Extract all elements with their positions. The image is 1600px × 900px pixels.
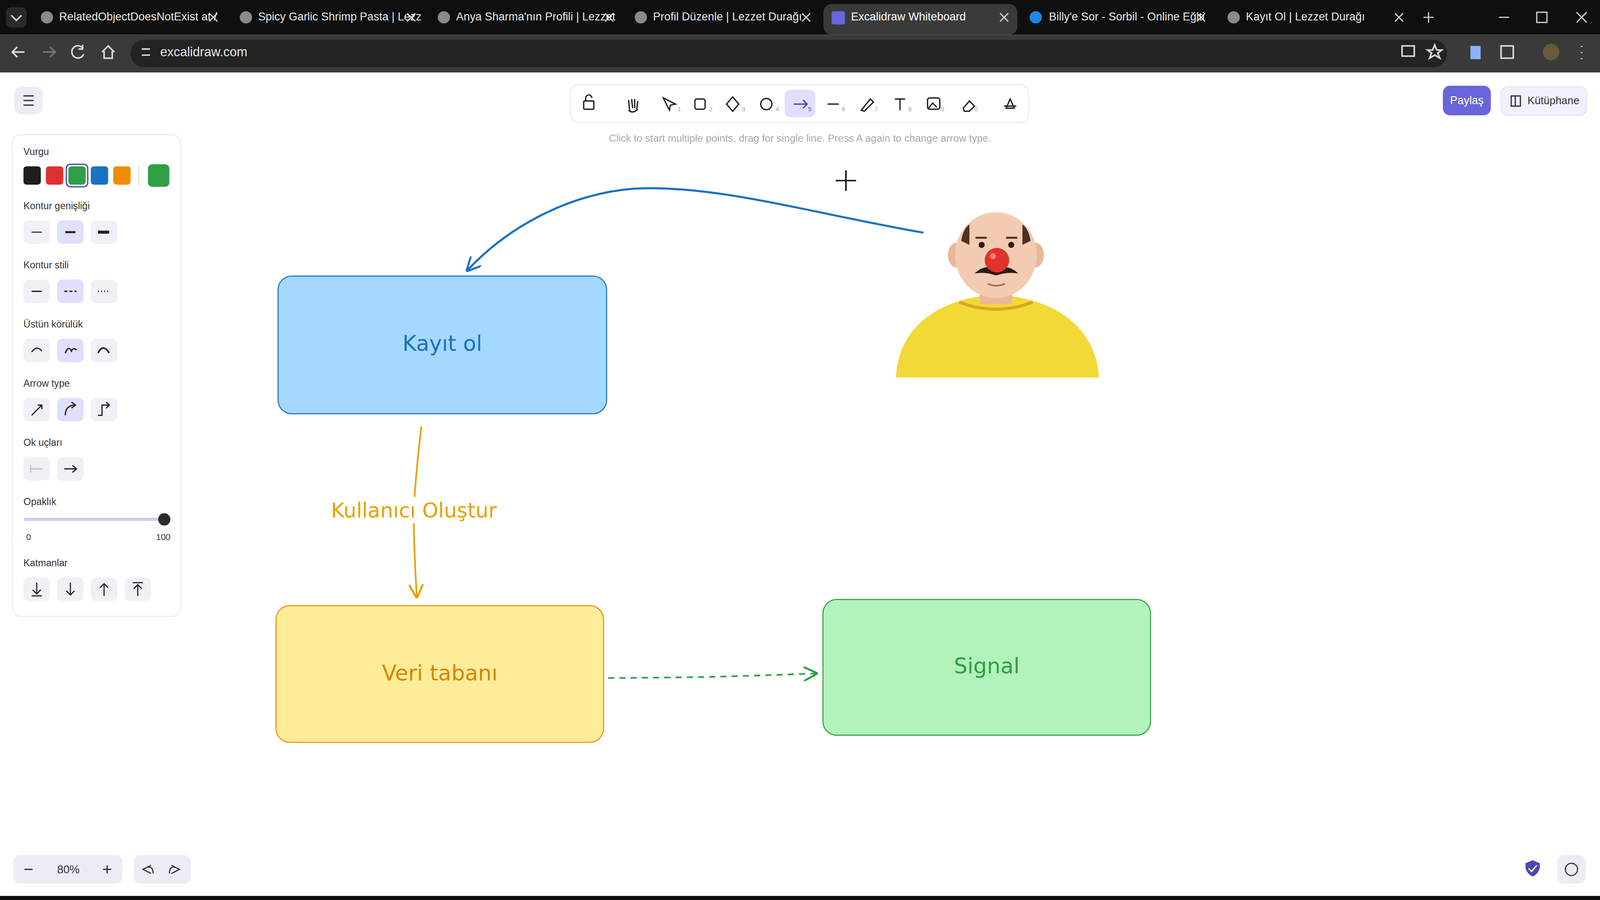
button-text: Kütüphane [1527,93,1580,107]
zoom-level: 80% [57,863,80,877]
service-box: Signal [822,599,1152,736]
properties-panel [12,134,181,617]
section-label: Katmanlar [23,557,68,569]
shortcut-number: 2 [709,106,713,114]
box-label: Kayıt ol [402,332,483,358]
shortcut-number: 1 [677,106,681,114]
share-button [1442,85,1491,116]
active-tool [784,90,815,118]
zoom-controls [13,855,123,884]
shortcut-number: 6 [841,106,845,114]
crosshair-cursor [835,170,857,191]
tab-title: Spicy Garlic Shrimp Pasta | Lezz [258,10,422,24]
hint-text: Click to start multiple points, drag for… [608,132,991,145]
shortcut-number: 0 [974,106,978,114]
library-button [1500,86,1587,116]
address-row [0,34,1600,73]
toolbar [570,84,1029,123]
slider-min: 0 [26,531,32,543]
tab-title: Kayıt Ol | Lezzet Durağı [1245,10,1365,24]
shortcut-number: 9 [940,106,945,114]
active-tab [823,4,1018,35]
color-swatches [23,164,170,187]
box-label: Signal [953,654,1020,681]
menu-button [14,86,43,115]
section-label: Opaklık [23,495,57,508]
section-label: Arrow type [23,377,70,390]
url-text: excalidraw.com [160,45,248,61]
process-box: Kayıt ol [277,275,608,415]
opacity-slider [25,517,165,521]
box-label: Veri tabanı [382,661,498,688]
omnibox [130,40,1447,68]
button-text: Paylaş [1450,93,1484,108]
tab-title: Profil Düzenle | Lezzet Durağı [652,10,802,24]
shortcut-number: 7 [874,106,878,114]
tab-title: Anya Sharma'nın Profili | Lezzet [456,10,616,24]
section-label: Ok uçları [23,436,63,449]
section-label: Kontur stili [23,259,69,271]
shortcut-number: 5 [808,106,812,114]
tab-title: Billy'e Sor - Sorbil - Online Eğiti [1049,10,1205,24]
database-box: Veri tabanı [275,605,605,743]
section-label: Kontur genişliği [23,200,90,212]
tab-strip [0,0,1600,35]
shortcut-number: 3 [741,106,745,114]
section-label: Vurgu [23,145,49,158]
section-label: Üstün körülük [23,318,83,330]
shortcut-number: 8 [908,106,912,114]
slider-max: 100 [155,531,171,543]
dashed-arrow [608,673,817,678]
tab-title: Excalidraw Whiteboard [850,10,966,24]
undo-redo [133,855,191,884]
shortcut-number: 4 [775,106,779,114]
tab-title: RelatedObjectDoesNotExist at / [59,10,218,24]
cartoon-character [895,212,1099,378]
edge-label: Kullanıcı Oluştur [327,496,501,523]
curved-arrow [467,188,924,271]
